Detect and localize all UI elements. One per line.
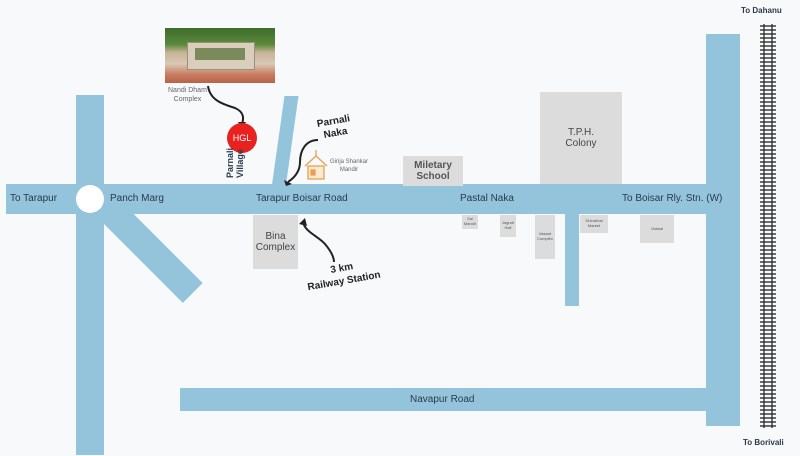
nandi-dham-label: Nandi Dham Complex [168, 86, 207, 104]
bina-complex-line2: Complex [255, 242, 296, 253]
jagruti-hall: Jagruti Hall [500, 215, 516, 237]
tph-colony: T.P.H. Colony [540, 92, 622, 184]
military-school: Miletary School [403, 156, 463, 186]
arrow-nandi-to-hgl [207, 85, 245, 125]
vasant-complex: Vasant Complex [535, 215, 555, 259]
small3-line2: Complex [537, 236, 553, 241]
tph-colony-line1: T.P.H. [568, 126, 594, 138]
small5-line1: Ostwal [650, 225, 664, 231]
nandi-dham-line2: Complex [173, 96, 202, 104]
navapur-road [180, 388, 740, 411]
small2-line2: Hall [504, 225, 512, 230]
military-school-line2: School [416, 171, 450, 182]
military-school-line1: Miletary [414, 159, 452, 171]
arrow-railway-station [302, 221, 335, 263]
vertical-road-right [706, 34, 740, 426]
main-road-label: Tarapur Boisar Road [256, 193, 348, 204]
navapur-road-label: Navapur Road [410, 394, 475, 405]
bina-complex-line1: Bina [265, 230, 286, 242]
to-borivali-label: To Borivali [743, 438, 784, 447]
small1-line2: Mandir [463, 221, 477, 226]
vertical-road-left [76, 95, 104, 455]
small3-line1: Vasant [538, 231, 552, 237]
arrow-head-road [299, 218, 307, 226]
girija-line1: Girija Shankar [330, 159, 369, 165]
small4-line1: Dhirubhai [585, 218, 603, 224]
small4-line2: Market [587, 223, 601, 228]
to-dahanu-label: To Dahanu [741, 6, 782, 15]
hgl-marker-label: HGL [232, 133, 252, 143]
arrow-head-naka [284, 180, 292, 186]
nandi-dham-photo [165, 28, 275, 83]
nandi-dham-line1: Nandi Dham [168, 87, 207, 94]
small2-line1: Jagruti [501, 220, 514, 226]
side-road-pastal [565, 210, 579, 306]
to-boisar-station-label: To Boisar Rly. Stn. (W) [622, 193, 723, 204]
roundabout-panch-marg [76, 185, 104, 213]
tph-colony-line2: Colony [565, 138, 597, 149]
pastal-naka-label: Pastal Naka [460, 193, 514, 204]
panch-marg-label: Panch Marg [110, 193, 164, 204]
girija-line2: Mandir [339, 167, 359, 174]
arrow-parnali-naka [287, 139, 319, 183]
to-tarapur-label: To Tarapur [10, 193, 58, 204]
dhirubhai-market: Dhirubhai Market [580, 215, 608, 233]
ostwal: Ostwal [640, 215, 674, 243]
sai-mandir: Sai Mandir [462, 215, 478, 229]
girija-shankar-label: Girija Shankar Mandir [330, 158, 368, 175]
bina-complex: Bina Complex [253, 215, 298, 269]
hgl-marker[interactable]: HGL [227, 123, 257, 153]
small1-line1: Sai [467, 216, 473, 222]
